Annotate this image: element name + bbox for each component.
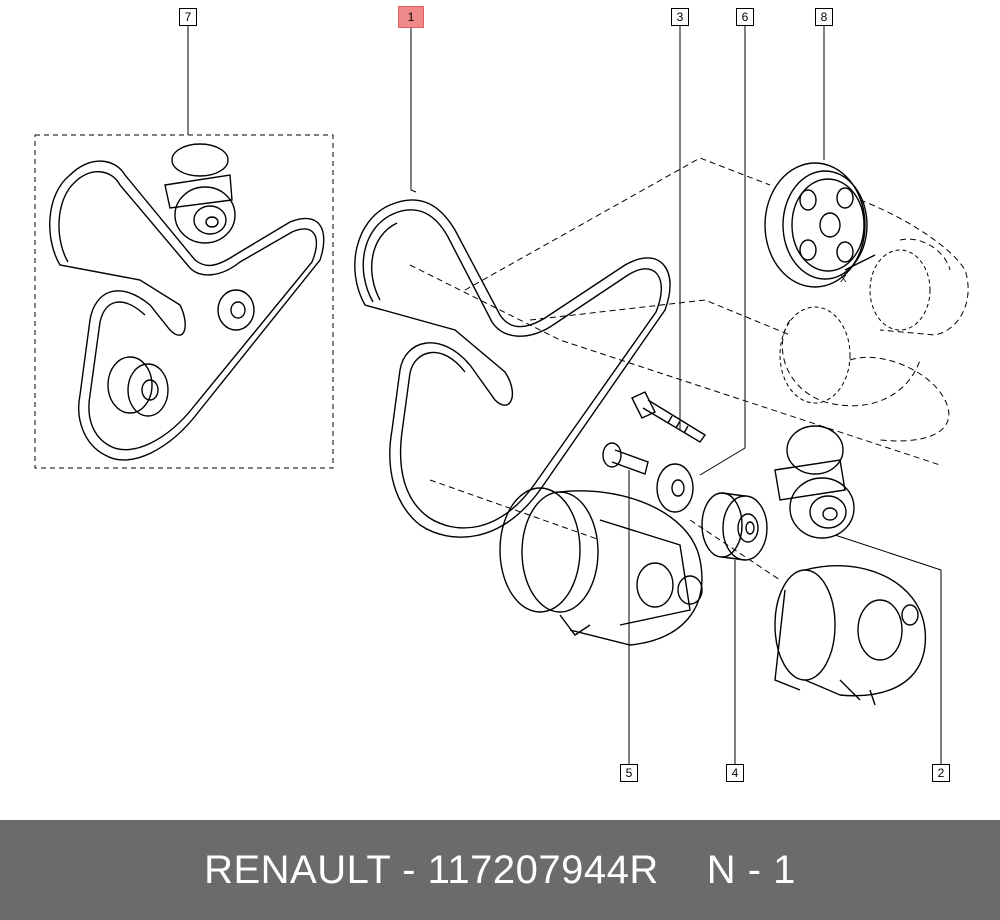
callout-6: 6 [736,8,754,26]
ac-compressor [499,487,703,646]
kit-idler [107,356,169,417]
alternator [774,565,927,706]
main-belt [354,199,671,538]
callout-4: 4 [726,764,744,782]
belt-kit-enclosure [34,134,334,469]
quantity-text: N - 1 [706,847,796,892]
leader-lines [187,26,942,765]
idler-pulley [701,492,768,561]
callout-2: 2 [932,764,950,782]
tensioner [774,425,855,539]
crankshaft-pulley [764,162,876,288]
part-number-footer: RENAULT - 117207944R N - 1 [0,820,1000,920]
callout-3: 3 [671,8,689,26]
parts-diagram: 7 1 3 6 8 5 4 2 X [34,6,969,782]
washer [656,463,694,513]
callout-8: 8 [815,8,833,26]
short-bolt [602,442,649,475]
callout-1: 1 [398,6,424,28]
kit-tensioner [164,143,236,244]
diagram-drawing [34,26,969,765]
callout-5: 5 [620,764,638,782]
water-pump-outline [779,249,931,404]
callout-7: 7 [179,8,197,26]
dimension-label: X [840,274,847,285]
kit-pulley [217,289,255,331]
kit-belt [49,160,325,461]
engine-outline [409,157,969,581]
part-number-text: RENAULT - 117207944R [204,847,659,892]
long-bolt [631,391,707,443]
